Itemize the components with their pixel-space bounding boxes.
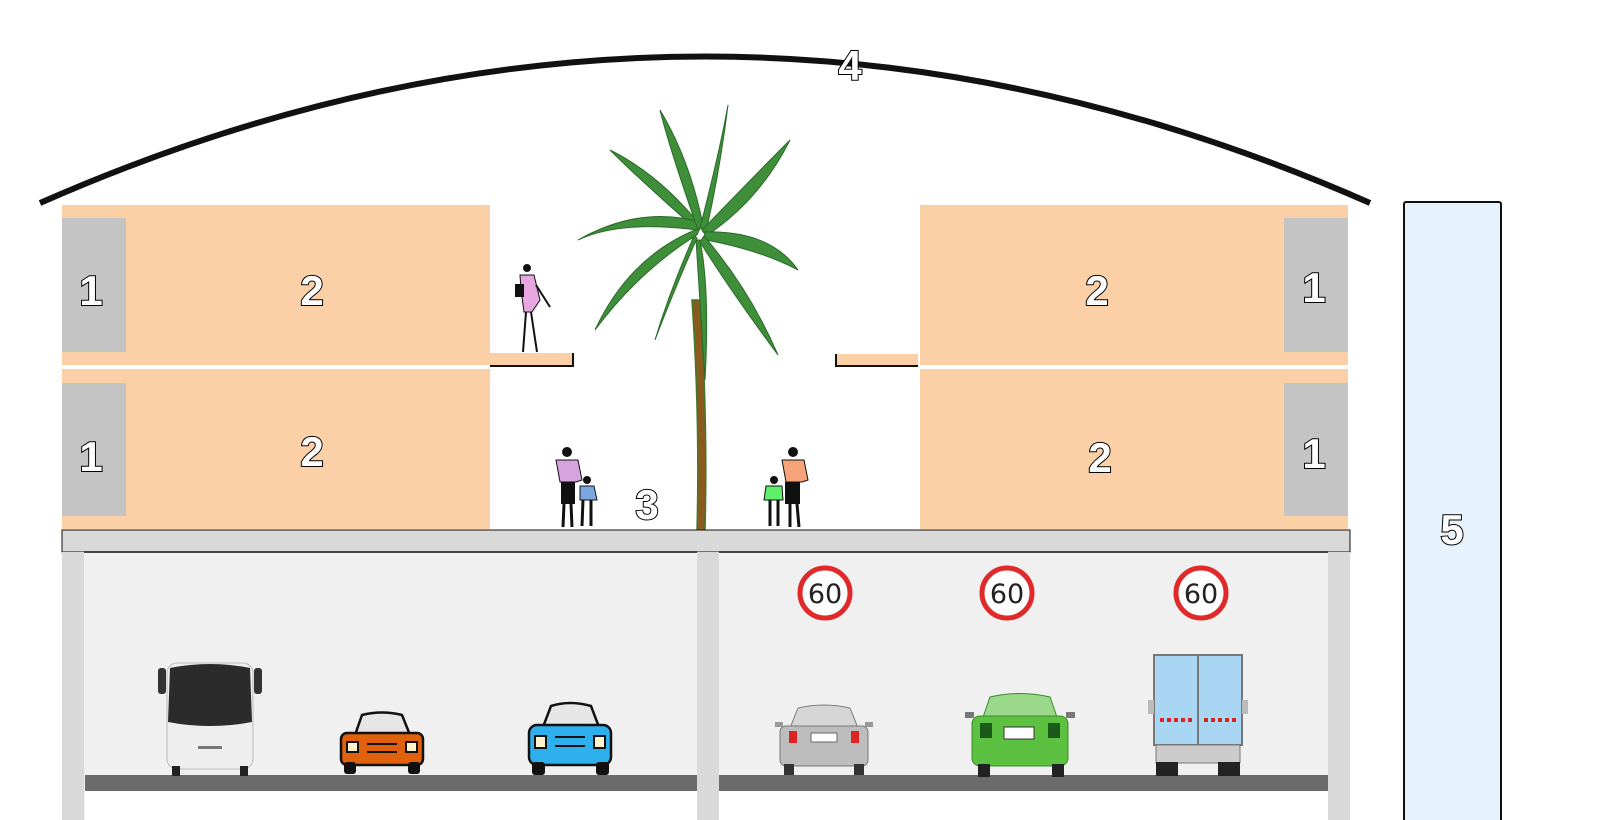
person-adult-child-right-icon — [763, 447, 809, 528]
svg-text:60: 60 — [1184, 579, 1218, 610]
core-right-upper — [1284, 218, 1348, 352]
speed-limit-sign: 60 — [797, 565, 853, 621]
label-unit-left-upper: 2 — [300, 267, 323, 314]
left-building: 1 1 2 2 — [62, 205, 574, 529]
palm-tree-icon — [577, 104, 799, 531]
core-left-lower — [62, 383, 126, 516]
speed-limit-sign: 60 — [979, 565, 1035, 621]
car-silver-icon — [775, 704, 873, 775]
side-column — [1403, 201, 1502, 820]
balcony-right — [836, 354, 918, 366]
person-woman-balcony-icon — [515, 264, 551, 353]
svg-text:60: 60 — [990, 579, 1024, 610]
label-courtyard: 3 — [635, 481, 658, 528]
person-adult-child-left-icon — [555, 447, 598, 528]
label-core-left-upper: 1 — [79, 267, 102, 314]
label-core-right-lower: 1 — [1302, 430, 1325, 477]
label-core-left-lower: 1 — [79, 433, 102, 480]
tunnel-wall-left — [62, 552, 84, 820]
roof-arch — [38, 53, 1372, 206]
label-roof-arch: 4 — [838, 42, 862, 89]
road-right — [719, 775, 1328, 791]
balcony-left — [490, 353, 573, 366]
svg-text:60: 60 — [808, 579, 842, 610]
bus-icon — [158, 662, 262, 776]
right-building: 1 1 2 2 — [835, 205, 1348, 529]
deck-slab — [61, 529, 1351, 553]
road-left — [85, 775, 697, 791]
car-green-icon — [965, 693, 1075, 777]
car-blue-icon — [527, 701, 613, 775]
core-left-upper — [62, 218, 126, 352]
truck-icon — [1148, 654, 1248, 776]
label-unit-right-lower: 2 — [1088, 434, 1111, 481]
car-orange-icon — [339, 711, 425, 774]
label-core-right-upper: 1 — [1302, 264, 1325, 311]
core-right-lower — [1284, 383, 1348, 516]
label-unit-left-lower: 2 — [300, 428, 323, 475]
label-unit-right-upper: 2 — [1085, 267, 1108, 314]
tunnel-wall-right — [1328, 552, 1350, 820]
label-side-column: 5 — [1440, 506, 1463, 553]
tunnel-wall-center — [697, 552, 719, 820]
speed-limit-sign: 60 — [1173, 565, 1229, 621]
